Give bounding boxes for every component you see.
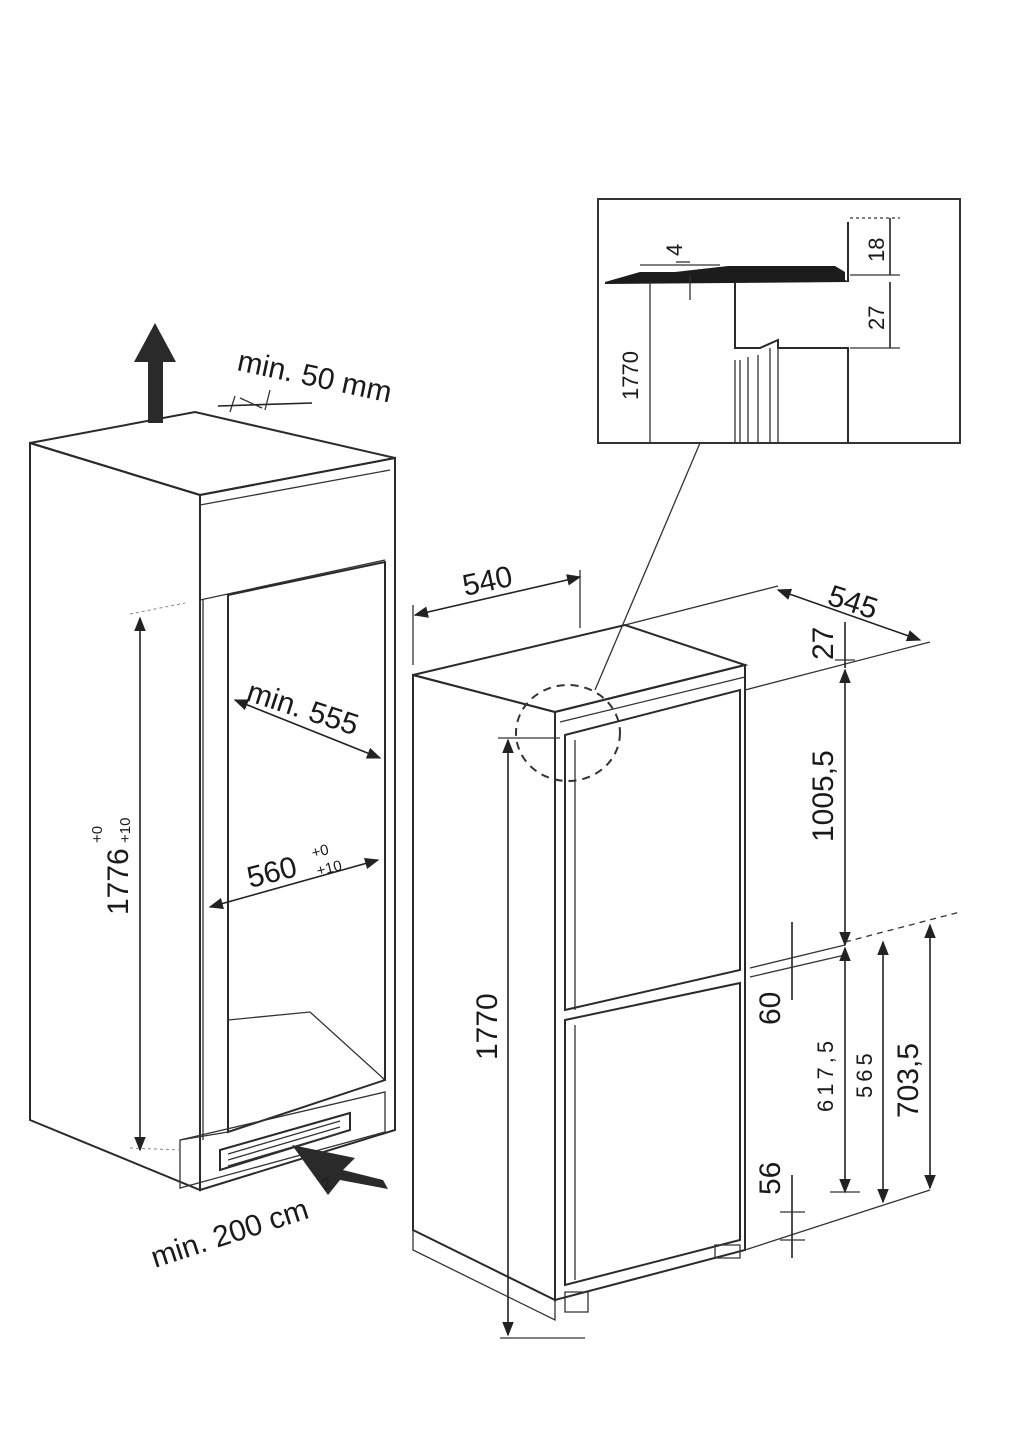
- label-1005-5: 1005,5: [807, 750, 840, 842]
- detail-label-18: 18: [864, 238, 889, 262]
- cabinet-left-side: [29, 441, 201, 1192]
- min-50mm-dimension: min. 50 mm: [217, 345, 395, 413]
- label-1776-tol-upper: +0: [89, 826, 106, 843]
- cabinet-niche: [29, 410, 396, 1192]
- detail-label-1770: 1770: [618, 351, 643, 400]
- dim-703-5: 703,5: [744, 923, 936, 1251]
- dim-540: 540: [412, 560, 582, 665]
- cabinet-plinth: [179, 1091, 386, 1189]
- detail-label-27: 27: [864, 306, 889, 330]
- dim-617-5: 617,5: [813, 946, 860, 1194]
- label-27-top: 27: [807, 627, 840, 660]
- niche-opening: [227, 560, 386, 1134]
- dim-56: 56: [754, 1162, 805, 1258]
- detail-leader-line: [594, 442, 701, 691]
- min-200cm2-label: min. 200 cm 2: [147, 1175, 333, 1275]
- label-617-5: 617,5: [813, 1037, 838, 1112]
- detail-callout-circle: [515, 684, 621, 782]
- label-703-5: 703,5: [892, 1043, 925, 1118]
- label-1770: 1770: [471, 993, 504, 1060]
- label-545: 545: [824, 579, 882, 626]
- detail-inset-frame: [597, 198, 961, 444]
- label-560-tol-upper: +0: [310, 841, 331, 862]
- dim-27-top: 27: [807, 622, 855, 668]
- dim-1776-height: 1776 +0 +10: [89, 602, 186, 1152]
- dim-1770-overall: 1770: [471, 737, 585, 1339]
- dim-545: 545: [624, 579, 931, 691]
- vent-grille: [219, 1111, 351, 1172]
- fridge-appliance: [412, 623, 749, 1322]
- label-min-50mm: min. 50 mm: [235, 345, 395, 410]
- dim-565: 565: [844, 911, 961, 1204]
- label-1776-tol-lower: +10: [117, 818, 134, 843]
- label-565: 565: [852, 1049, 877, 1098]
- detail-profile-shape: [605, 266, 850, 284]
- label-min-200cm: min. 200 cm: [147, 1193, 313, 1275]
- label-560: 560: [244, 851, 301, 895]
- lower-door: [564, 981, 741, 1287]
- label-60: 60: [754, 992, 787, 1025]
- airflow-out-arrow-icon: [134, 323, 176, 423]
- label-min-555: min. 555: [243, 675, 363, 742]
- cabinet-top-face: [29, 410, 396, 497]
- upper-door: [564, 688, 741, 1012]
- dim-560-width: 560 +0 +10: [208, 841, 380, 910]
- label-1776: 1776: [102, 848, 135, 915]
- label-56: 56: [754, 1162, 787, 1195]
- label-540: 540: [460, 560, 516, 603]
- fridge-top-face: [412, 623, 749, 714]
- detail-label-4: 4: [662, 244, 687, 256]
- dim-1005-5: 1005,5: [807, 668, 851, 947]
- dim-min-555: min. 555: [233, 675, 382, 759]
- detail-inset: 4 18 27 1770: [597, 198, 961, 444]
- dim-60: 60: [749, 922, 846, 1025]
- cabinet-front-frame: [199, 456, 396, 1192]
- label-560-tol-lower: +10: [315, 857, 344, 880]
- fridge-front: [554, 663, 746, 1302]
- airflow-in-arrow-icon: [292, 1145, 388, 1195]
